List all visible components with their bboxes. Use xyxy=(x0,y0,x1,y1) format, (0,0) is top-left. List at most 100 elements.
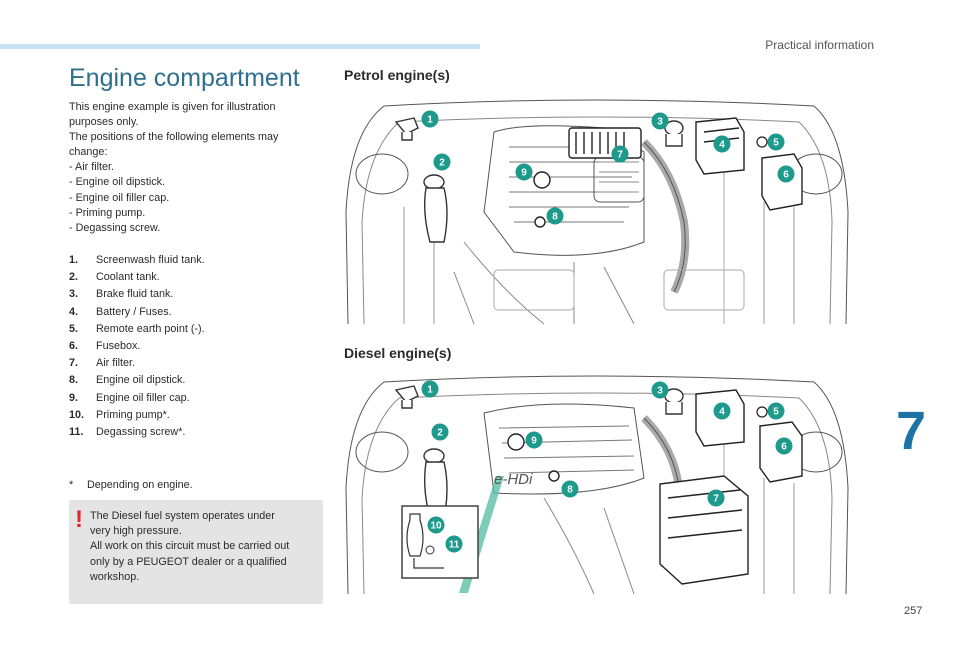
oil-filler-cap-graphic xyxy=(507,433,525,451)
svg-text:2: 2 xyxy=(437,428,443,439)
screenwash-tank-graphic xyxy=(394,117,419,141)
legend-text: Coolant tank. xyxy=(96,271,160,284)
badge-10: 10 xyxy=(427,516,445,534)
intro-line: - Engine oil filler cap. xyxy=(69,191,170,204)
badge-1: 1 xyxy=(421,110,439,128)
legend-text: Priming pump*. xyxy=(96,408,170,421)
badge-8: 8 xyxy=(546,207,564,225)
coolant-tank-graphic xyxy=(423,174,448,243)
intro-line: change: xyxy=(69,146,108,159)
engine-label: e-HDi xyxy=(494,471,533,488)
badge-11: 11 xyxy=(445,535,463,553)
svg-text:3: 3 xyxy=(657,117,663,128)
svg-text:3: 3 xyxy=(657,386,663,397)
petrol-engine-diagram: 1 2 3 4 5 6 7 8 9 xyxy=(345,99,849,325)
svg-text:9: 9 xyxy=(521,168,527,179)
legend-text: Remote earth point (-). xyxy=(96,322,205,335)
badge-2: 2 xyxy=(433,153,451,171)
oil-dipstick-graphic xyxy=(548,470,560,482)
badge-7: 7 xyxy=(611,145,629,163)
air-filter-graphic xyxy=(568,127,642,159)
badge-4: 4 xyxy=(713,135,731,153)
legend-item: 3. Brake fluid tank. xyxy=(69,288,309,305)
legend-item: 4. Battery / Fuses. xyxy=(69,306,309,323)
badge-8: 8 xyxy=(561,480,579,498)
legend-text: Battery / Fuses. xyxy=(96,305,172,318)
legend-number: 8. xyxy=(69,374,79,387)
badge-6: 6 xyxy=(775,437,793,455)
legend-number: 2. xyxy=(69,271,79,284)
intro-line: - Priming pump. xyxy=(69,206,146,219)
badge-1: 1 xyxy=(421,380,439,398)
legend-item: 10.Priming pump*. xyxy=(69,409,309,426)
warning-line: All work on this circuit must be carried… xyxy=(90,540,290,553)
header-bar xyxy=(0,44,480,49)
svg-text:4: 4 xyxy=(719,140,725,151)
svg-text:2: 2 xyxy=(439,158,445,169)
badge-2: 2 xyxy=(431,423,449,441)
legend-item: 8. Engine oil dipstick. xyxy=(69,374,309,391)
legend-item: 2. Coolant tank. xyxy=(69,271,309,288)
diesel-heading: Diesel engine(s) xyxy=(344,345,452,361)
legend-text: Brake fluid tank. xyxy=(96,288,174,301)
legend-number: 1. xyxy=(69,254,79,266)
svg-text:5: 5 xyxy=(773,407,779,418)
oil-dipstick-graphic xyxy=(534,216,546,228)
badge-7: 7 xyxy=(707,489,725,507)
page-title: Engine compartment xyxy=(69,64,300,92)
badge-9: 9 xyxy=(515,163,533,181)
legend-number: 3. xyxy=(69,288,79,301)
svg-text:8: 8 xyxy=(567,485,573,496)
badge-6: 6 xyxy=(777,165,795,183)
legend-text: Engine oil dipstick. xyxy=(96,374,186,387)
svg-text:6: 6 xyxy=(783,170,789,181)
legend-text: Screenwash fluid tank. xyxy=(96,254,205,266)
svg-text:9: 9 xyxy=(531,436,537,447)
legend-item: 5. Remote earth point (-). xyxy=(69,323,309,340)
intro-line: - Degassing screw. xyxy=(69,221,161,234)
legend-item: 9.Engine oil filler cap. xyxy=(69,392,309,409)
oil-filler-cap-graphic xyxy=(533,171,551,189)
badge-3: 3 xyxy=(651,381,669,399)
priming-pump-inset xyxy=(401,505,479,579)
brake-fluid-tank-graphic xyxy=(664,120,684,147)
coolant-tank-graphic xyxy=(423,448,448,519)
legend-text: Degassing screw*. xyxy=(96,425,186,438)
earth-point-graphic xyxy=(756,136,768,148)
badge-4: 4 xyxy=(713,402,731,420)
diesel-badges: 1 2 3 4 5 6 7 8 9 10 11 xyxy=(421,380,793,553)
svg-text:6: 6 xyxy=(781,442,787,453)
petrol-heading: Petrol engine(s) xyxy=(344,67,450,83)
exclamation-icon: ! xyxy=(75,506,83,533)
footnote-text: Depending on engine. xyxy=(87,479,193,491)
intro-line: The positions of the following elements … xyxy=(69,131,279,144)
warning-line: only by a PEUGEOT dealer or a qualified xyxy=(90,555,287,568)
intro-line: - Air filter. xyxy=(69,161,114,174)
legend-item: 7.Air filter. xyxy=(69,357,309,374)
warning-line: The Diesel fuel system operates under xyxy=(90,510,275,522)
legend-text: Fusebox. xyxy=(96,339,141,352)
intro-text: This engine example is given for illustr… xyxy=(69,100,314,236)
badge-9: 9 xyxy=(525,431,543,449)
badge-3: 3 xyxy=(651,112,669,130)
fusebox-graphic xyxy=(761,153,803,211)
section-title: Practical information xyxy=(765,38,874,52)
svg-text:8: 8 xyxy=(552,212,558,223)
page-number: 257 xyxy=(904,605,923,617)
intro-line: purposes only. xyxy=(69,116,139,129)
intro-line: - Engine oil dipstick. xyxy=(69,176,166,189)
legend-number: 4. xyxy=(69,305,79,318)
chapter-number: 7 xyxy=(896,401,927,461)
warning-text: The Diesel fuel system operates under ve… xyxy=(90,509,320,585)
footnote-mark: * xyxy=(69,479,74,491)
legend-number: 5. xyxy=(69,322,79,335)
svg-text:7: 7 xyxy=(617,150,623,161)
svg-text:5: 5 xyxy=(773,138,779,149)
warning-line: workshop. xyxy=(90,570,140,583)
petrol-badges: 1 2 3 4 5 6 7 8 9 xyxy=(421,110,795,225)
legend-item: 1. Screenwash fluid tank. xyxy=(69,254,309,271)
svg-text:1: 1 xyxy=(427,115,433,126)
intro-line: This engine example is given for illustr… xyxy=(69,101,276,113)
air-filter-graphic xyxy=(659,475,749,585)
svg-text:10: 10 xyxy=(430,521,442,532)
